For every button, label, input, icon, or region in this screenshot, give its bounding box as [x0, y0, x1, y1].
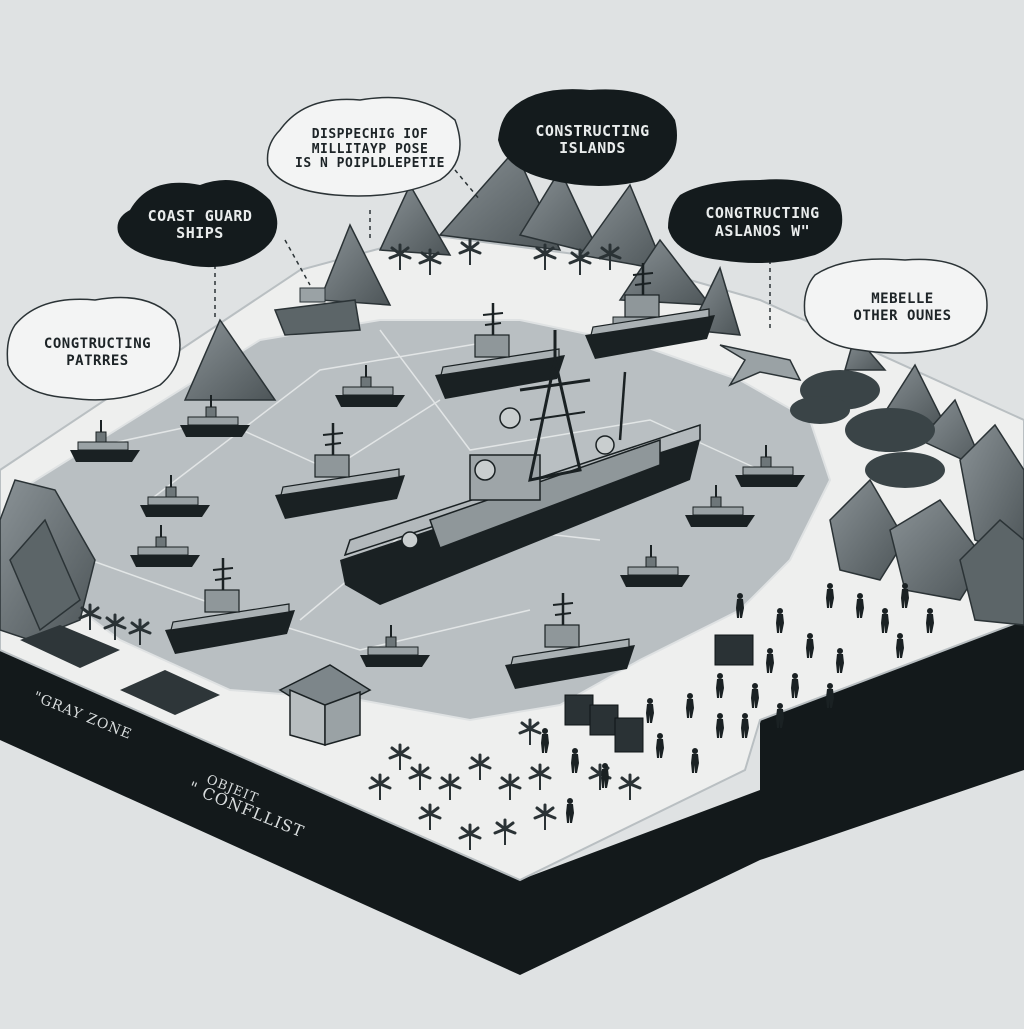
aircraft [719, 344, 802, 387]
mountains-left [0, 479, 96, 641]
callout-text: MILLITAYP POSE [311, 141, 429, 157]
callout-mobile-other: MEBELLE OTHER OUNES [815, 270, 990, 345]
callout-text: CONSTRUCTING [535, 121, 650, 140]
crop-fields [20, 625, 220, 715]
island-outpost [273, 287, 361, 336]
callout-constructing-islands-right: CONGTRUCTING ASLANOS W" [680, 190, 845, 255]
callout-connectors [214, 169, 771, 330]
callout-constructing-islands-top: CONSTRUCTING ISLANDS [505, 105, 680, 175]
callout-constructing-patrols: CONGTRUCTING PATRRES [15, 315, 180, 390]
callout-text: CONGTRUCTING [43, 336, 152, 353]
mountains-right [829, 363, 1024, 626]
supply-crates [564, 634, 754, 753]
hut [278, 664, 372, 746]
callout-dispatching-military: DISPPECHIG IOF MILLITAYP POSE IS N POIPL… [280, 110, 460, 190]
callout-coast-guard-ships: COAST GUARD SHIPS [130, 195, 270, 255]
forest-right [790, 370, 945, 488]
callout-text: PATRRES [66, 352, 129, 369]
callout-text: CONGTRUCTING [705, 204, 820, 223]
callout-text: ASLANOS W" [714, 221, 811, 240]
main-warship [340, 330, 701, 605]
callout-text: SHIPS [176, 224, 224, 242]
callout-text: ISLANDS [559, 139, 626, 157]
callout-text: MEBELLE [871, 291, 934, 308]
callout-text: DISPPECHIG IOF [311, 126, 429, 142]
base-wall [0, 620, 1024, 975]
callout-shapes [6, 89, 988, 401]
callout-text: OTHER OUNES [853, 307, 952, 324]
callout-text: IS N POIPLDLEPETIE [295, 156, 445, 172]
callout-text: COAST GUARD [147, 206, 253, 225]
